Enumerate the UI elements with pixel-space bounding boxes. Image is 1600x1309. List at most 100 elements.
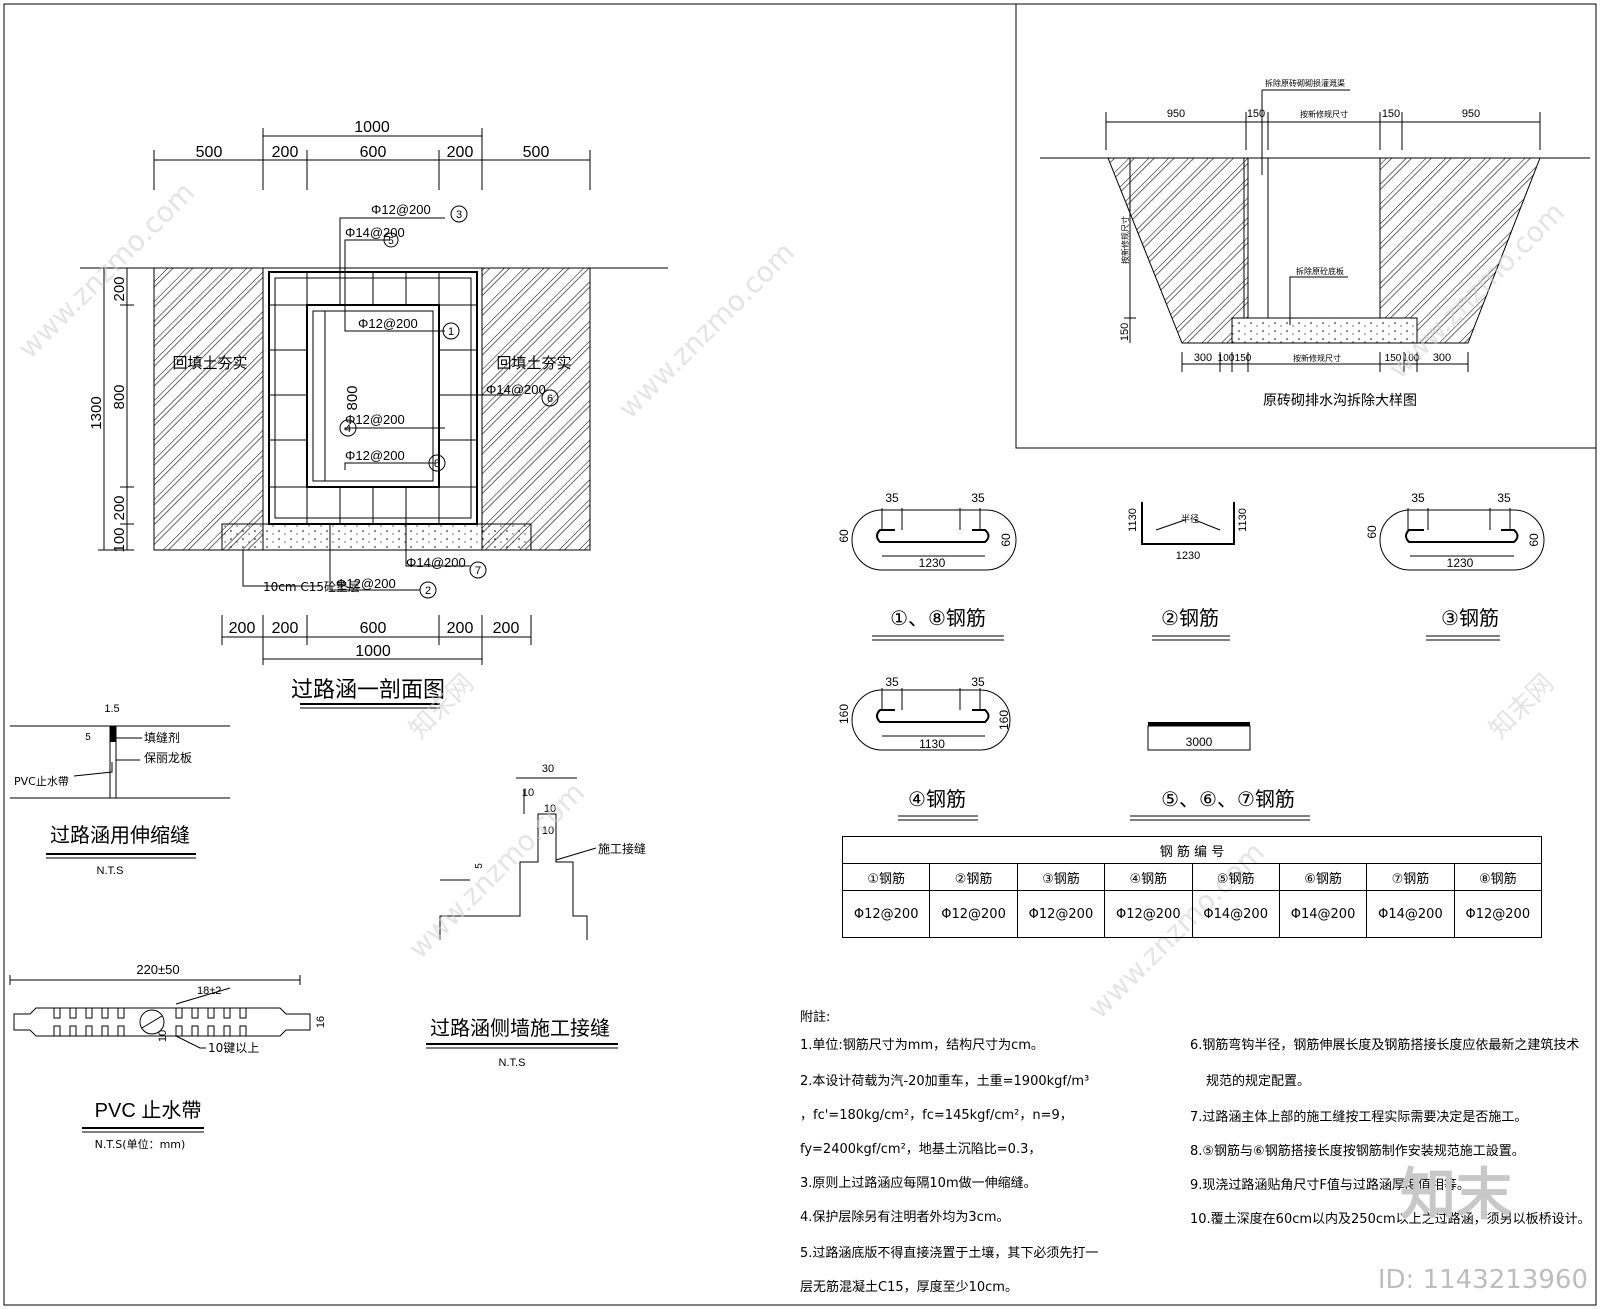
dim-500-right: 500 xyxy=(523,144,550,161)
joint-board: 保丽龙板 xyxy=(144,751,192,765)
note-6a: 6.钢筋弯钩半径，钢筋伸展长度及钢筋搭接长度应依最新之建筑技术 xyxy=(1190,1038,1580,1053)
bar5-len: 3000 xyxy=(1186,735,1213,749)
rebar-no-2: 2 xyxy=(425,585,431,597)
bar1-dim-b: 35 xyxy=(971,491,985,505)
rebar-no-1: 1 xyxy=(448,326,454,338)
bar3-caption: ③钢筋 xyxy=(1441,606,1499,630)
rebar-table-title: 钢 筋 编 号 xyxy=(842,836,1542,864)
cushion-layer xyxy=(221,523,532,551)
dim-bot-200-a: 200 xyxy=(229,620,256,637)
dim-500-left: 500 xyxy=(196,144,223,161)
dim-1300: 1300 xyxy=(88,396,105,429)
joint-pvc: PVC止水帶 xyxy=(14,775,69,788)
dim-600-top: 600 xyxy=(360,144,387,161)
rebar-table-value: Φ12@200 xyxy=(929,890,1018,938)
pvc-keys: 10键以上 xyxy=(208,1041,259,1055)
pvc-width: 220±50 xyxy=(136,962,179,977)
expansion-joint: 1.5 5 填缝剂 保丽龙板 PVC止水帶 过路涵用伸缩缝 N.T.S xyxy=(10,703,230,877)
rebar-label-6: Φ14@200 xyxy=(486,382,546,397)
watermark-logo: 知末 xyxy=(1400,1163,1512,1228)
section-title: 过路涵一剖面图 xyxy=(291,678,445,703)
rebar-label-1: Φ12@200 xyxy=(358,316,418,331)
bar3-h1: 60 xyxy=(1365,525,1379,539)
backfill-left-area xyxy=(153,267,264,551)
drain-bot-150-r: 150 xyxy=(1385,353,1402,364)
backfill-right-area xyxy=(481,267,591,551)
rebar-table-header: ⑦钢筋 xyxy=(1366,863,1455,891)
bar1-dim-a: 35 xyxy=(885,491,899,505)
dim-bot-200-d: 200 xyxy=(493,620,520,637)
rebar-table-value: Φ14@200 xyxy=(1191,890,1280,938)
sidewall-nts: N.T.S xyxy=(499,1057,526,1069)
bar3-len: 1230 xyxy=(1447,556,1474,570)
bar4-caption: ④钢筋 xyxy=(908,787,966,811)
rebar-no-7: 7 xyxy=(475,565,481,577)
note-9: 9.现浇过路涵贴角尺寸F值与过路涵厚度值相等。 xyxy=(1190,1178,1470,1193)
drain-title: 原砖砌排水沟拆除大样图 xyxy=(1263,393,1417,409)
rebar-table-header: ②钢筋 xyxy=(929,863,1018,891)
bar2-len: 1230 xyxy=(1176,550,1200,562)
note-6b: 规范的规定配置。 xyxy=(1206,1074,1311,1089)
drain-bot-300-l: 300 xyxy=(1194,352,1212,364)
dim-1000-top: 1000 xyxy=(354,119,390,136)
drain-top-label: 拆除原砖砌砌损灌溉渠 xyxy=(1265,78,1345,88)
bar4-dim-b: 35 xyxy=(971,675,985,689)
pvc-nts: N.T.S(单位：mm) xyxy=(95,1137,186,1151)
drain-bot-150-l: 150 xyxy=(1235,353,1252,364)
drain-dim-950-r: 950 xyxy=(1462,108,1480,120)
note-2a: 2.本设计荷载为汽-20加重车，土重=1900kgf/m³ xyxy=(800,1074,1090,1089)
rebar-table: 钢 筋 编 号 ①钢筋 ②钢筋 ③钢筋 ④钢筋 ⑤钢筋 ⑥钢筋 ⑦钢筋 ⑧钢筋 … xyxy=(841,836,1543,938)
note-10: 10.覆土深度在60cm以内及250cm以上之过路涵，须另以板桥设计。 xyxy=(1190,1212,1591,1227)
bar2-h2: 1130 xyxy=(1237,508,1249,532)
pvc-d16: 16 xyxy=(315,1016,327,1028)
rebar-table-value: Φ14@200 xyxy=(1366,890,1455,938)
joint-title: 过路涵用伸缩缝 xyxy=(50,823,190,847)
pvc-pitch: 18±2 xyxy=(197,985,221,997)
rebar-no-3: 3 xyxy=(456,209,462,221)
note-2b: ，fc'=180kg/cm²，fc=145kgf/cm²，n=9， xyxy=(800,1108,1073,1123)
dim-200-a: 200 xyxy=(272,144,299,161)
sidewall-d5: 5 xyxy=(474,863,485,869)
note-5a: 5.过路涵底版不得直接浇置于土壤，其下必须先打一 xyxy=(800,1246,1099,1261)
note-8: 8.⑤钢筋与⑥钢筋搭接长度按钢筋制作安装规范施工設置。 xyxy=(1190,1144,1525,1159)
drain-detail: 拆除原砖砌砌损灌溉渠 950 150 按新修规尺寸 150 950 按新修规尺寸… xyxy=(1015,4,1596,449)
dim-800-inner: 800 xyxy=(344,385,361,410)
sidewall-label: 施工接缝 xyxy=(598,841,646,856)
cushion-label: 10cm C15砼垫层 xyxy=(263,579,360,594)
drain-dim-new: 按新修规尺寸 xyxy=(1300,109,1348,119)
bar4-h2: 160 xyxy=(997,710,1011,730)
bar3-h2: 60 xyxy=(1527,533,1541,547)
note-1: 1.单位:钢筋尺寸为mm，结构尺寸为cm。 xyxy=(800,1038,1044,1053)
dim-800-left: 800 xyxy=(111,384,128,409)
backfill-left-label: 回填土夯实 xyxy=(172,354,247,372)
rebar-no-5: 5 xyxy=(388,236,394,247)
drain-dim-150-v: 150 xyxy=(1119,323,1131,341)
rebar-label-8: Φ12@200 xyxy=(345,448,405,463)
bar3-dim-b: 35 xyxy=(1497,491,1511,505)
bar2-h1: 1130 xyxy=(1127,508,1139,532)
bar4-h1: 160 xyxy=(837,704,851,724)
rebar-table-value: Φ12@200 xyxy=(1104,890,1193,938)
sheet-border xyxy=(3,3,1597,1306)
sidewall-d10c: 10 xyxy=(542,825,554,837)
bar4-dim-a: 35 xyxy=(885,675,899,689)
dim-100-left: 100 xyxy=(111,527,128,552)
bar1-h2: 60 xyxy=(999,533,1013,547)
rebar-table-header: ⑤钢筋 xyxy=(1191,863,1280,891)
drain-bot-new: 按新修规尺寸 xyxy=(1293,353,1341,363)
drain-bot-100-l: 100 xyxy=(1218,353,1235,364)
rebar-shapes: 35 35 60 60 1230 ①、⑧钢筋 半径 1130 1130 1230… xyxy=(837,491,1545,821)
bar2-caption: ②钢筋 xyxy=(1161,606,1219,630)
joint-dim-2: 5 xyxy=(85,732,91,743)
rebar-table-header: ④钢筋 xyxy=(1104,863,1193,891)
pvc-waterstop: 220±50 18±2 10 16 10键以上 PVC 止水帶 N.T.S(单位… xyxy=(9,962,327,1151)
drain-bot-100-r: 100 xyxy=(1403,353,1420,364)
drain-side-label: 按新修规尺寸 xyxy=(1120,216,1130,264)
bar1-len: 1230 xyxy=(919,556,946,570)
sidewall-title: 过路涵侧墙施工接缝 xyxy=(430,1016,610,1040)
backfill-right-label: 回填土夯实 xyxy=(496,354,571,372)
rebar-table-value: Φ12@200 xyxy=(1016,890,1106,938)
note-7: 7.过路涵主体上部的施工缝按工程实际需要决定是否施工。 xyxy=(1190,1110,1528,1125)
rebar-table-value: Φ14@200 xyxy=(1278,890,1368,938)
rebar-table-value: Φ12@200 xyxy=(1453,890,1543,938)
